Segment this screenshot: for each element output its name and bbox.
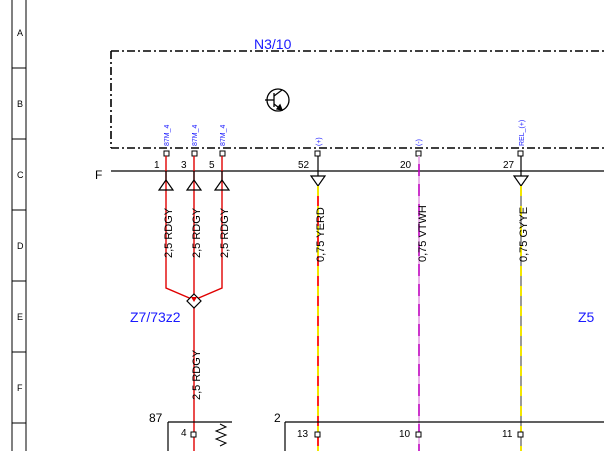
wire-label-pin-27: 0,75 GYYE: [518, 207, 530, 262]
splice-wire-label: 2,5 RDGY: [191, 349, 203, 400]
connector-side-label: F: [95, 168, 102, 182]
bottom-pin-11: 11: [502, 429, 513, 440]
wire-label-pin-1: 2,5 RDGY: [163, 207, 175, 258]
signal-pin-27: REL_(+) 27: [503, 120, 530, 451]
bottom-block-left-label: 87: [149, 411, 163, 425]
wire-label-pin-3: 2,5 RDGY: [191, 207, 203, 258]
pin-name: (-): [416, 139, 423, 146]
row-label-c: C: [17, 170, 24, 180]
signal-pin-20: (-) 20: [400, 139, 423, 451]
row-label-f: F: [17, 383, 23, 393]
pin-name: 87M_4: [192, 124, 199, 146]
transistor-icon: [265, 88, 290, 112]
pin-name: (+): [316, 137, 323, 146]
bottom-block-left: [167, 421, 232, 451]
wire-label-pin-20: 0,75 VTWH: [417, 205, 429, 262]
pin-number: 1: [154, 160, 160, 171]
pin-triangles: [157, 171, 231, 191]
component-boundary: [110, 50, 604, 149]
pin-name: REL_(+): [519, 120, 526, 146]
right-edge-label: Z5: [578, 309, 595, 325]
pin-number: 27: [503, 160, 515, 171]
pin-number: 3: [181, 160, 187, 171]
row-label-e: E: [17, 312, 23, 322]
splice-diamond-icon: [186, 293, 202, 309]
pin-number: 5: [209, 160, 215, 171]
pin-name: 87M_4: [164, 124, 171, 146]
wire-label-pin-5: 2,5 RDGY: [219, 207, 231, 258]
row-grid: [11, 0, 27, 451]
wire-label-pin-52: 0,75 YERD: [315, 207, 327, 262]
bottom-pin-13: 13: [297, 429, 309, 440]
pin-name: 87M_4: [220, 124, 227, 146]
row-label-a: A: [17, 28, 23, 38]
signal-pin-52: (+) 52: [298, 137, 327, 451]
bottom-pin-4: 4: [181, 428, 187, 439]
row-label-d: D: [17, 241, 24, 251]
splice-label: Z7/73z2: [130, 309, 181, 325]
bottom-block-right: [284, 421, 604, 451]
component-id: N3/10: [254, 36, 292, 52]
pin-number: 20: [400, 160, 412, 171]
row-label-b: B: [17, 99, 23, 109]
bottom-pins: [314, 431, 524, 438]
bottom-pin-10: 10: [399, 429, 411, 440]
pin-number: 52: [298, 160, 310, 171]
bottom-block-right-label: 2: [274, 411, 281, 425]
